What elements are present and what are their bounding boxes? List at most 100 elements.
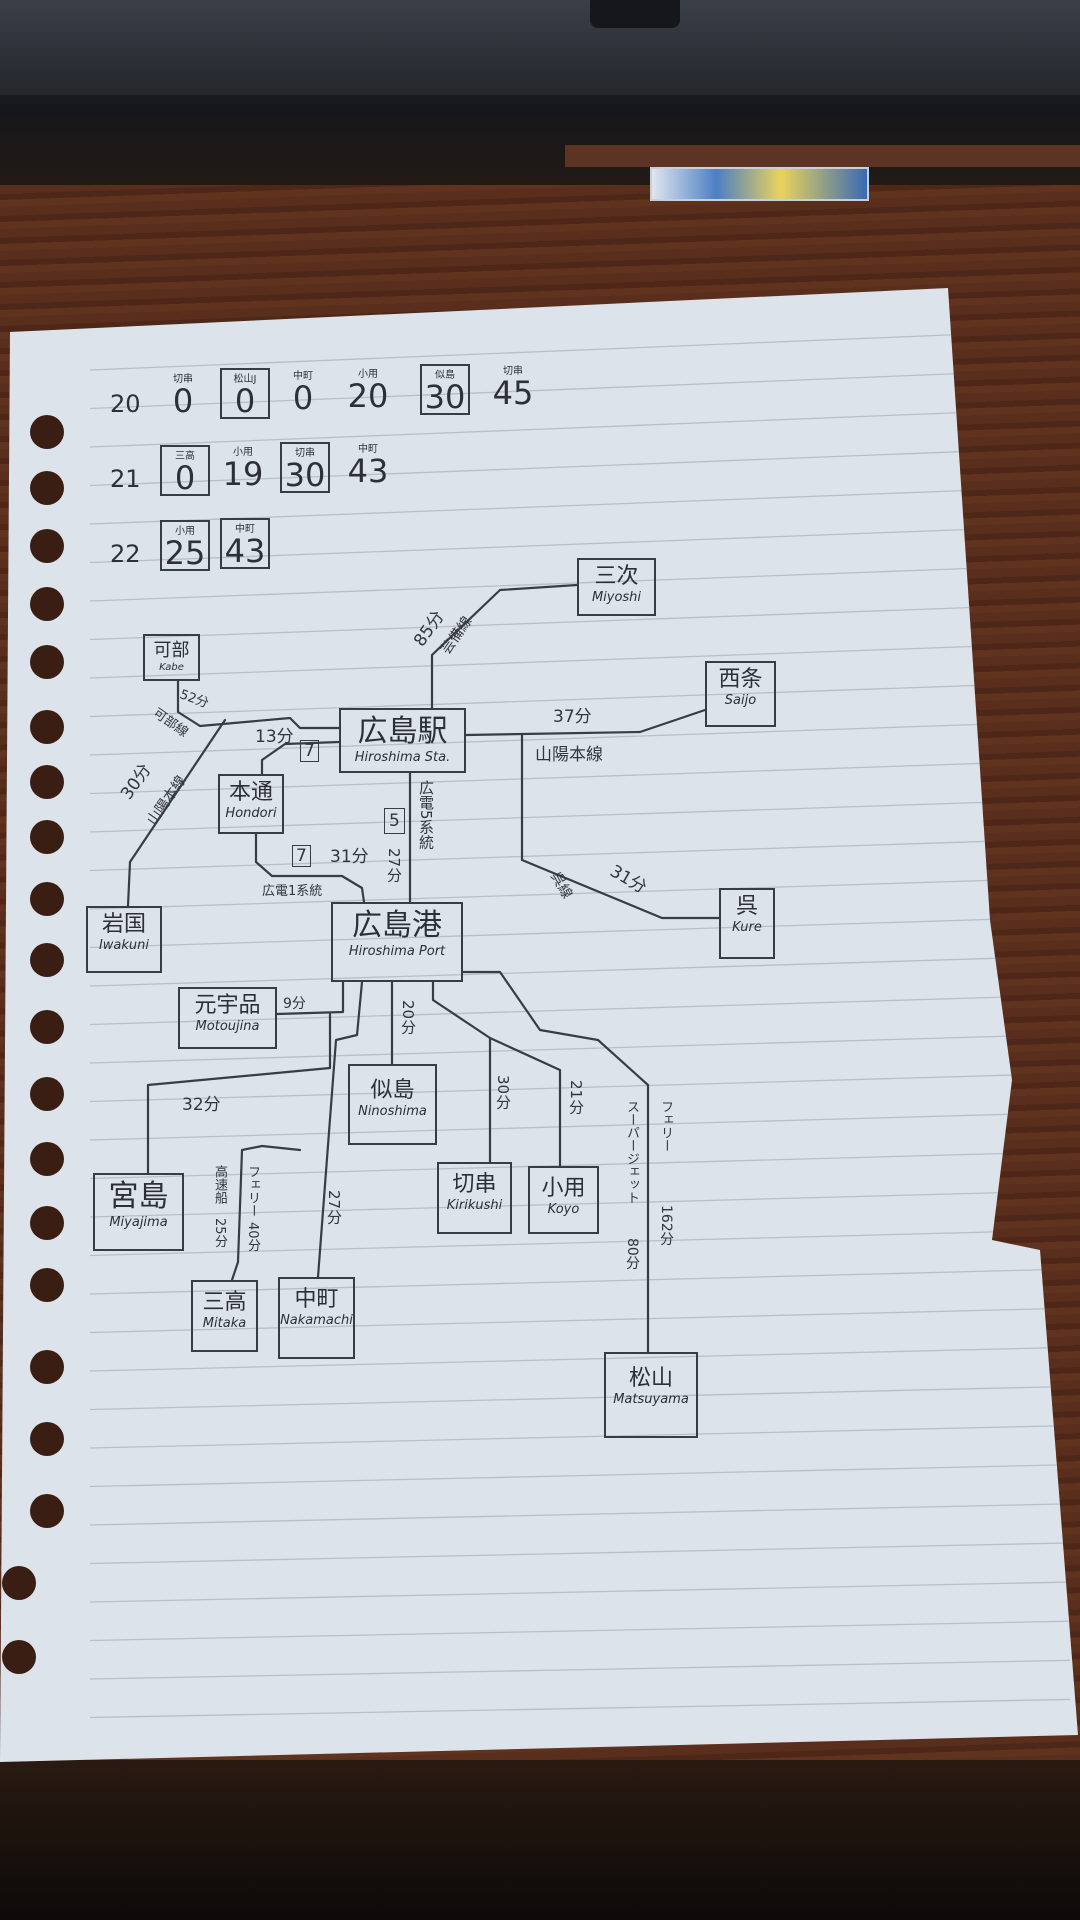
ruled-line [89,1268,1071,1295]
line-mitaka [230,1144,302,1282]
line-koyo [488,1036,562,1168]
station-name-jp: 広島港 [352,908,442,943]
mitaka-ferry-time: 40分 [245,1222,260,1252]
departure-destination: 切串 [503,366,523,377]
station-name-jp: 西条 [718,667,763,692]
miyajima-time: 32分 [182,1095,221,1115]
ruled-line [89,446,1071,487]
departure-minute: 0 [292,378,314,417]
ruled-line [89,1385,1071,1411]
station-name-jp: 似島 [370,1078,415,1103]
punch-hole [30,943,64,977]
punch-hole [30,820,64,854]
line-hondori-port [254,832,366,904]
departure-destination: 三高 [175,451,195,462]
port-hondori-time: 31分 [330,847,369,867]
laptop-hinge [590,0,680,28]
punch-hole [2,1640,36,1674]
matsuyama-jet-time: 80分 [624,1238,640,1270]
mitaka-fast-time: 25分 [212,1218,227,1248]
line-hondori [260,740,341,776]
station-name-jp: 本通 [228,780,273,805]
line-matsuyama [461,970,650,1354]
station-name-en: Koyo [547,1202,580,1218]
departure-minute: 43 [224,532,266,571]
station-name-jp: 可部 [153,640,190,661]
matsuyama-ferry-time: 162分 [658,1205,674,1246]
departure-destination: 小用 [358,369,378,381]
station-name-jp: 元宇品 [194,993,261,1018]
background-bottom [0,1760,1080,1920]
station-name-jp: 三高 [202,1290,247,1315]
timetable-hour: 21 [110,465,141,493]
punch-hole [30,1206,64,1240]
departure-destination: 切串 [173,374,193,385]
matsuyama-jet: スーパージェット [624,1100,639,1204]
ruled-line [89,1620,1071,1642]
ruled-line [89,485,1071,525]
station-name-jp: 呉 [735,894,758,919]
nakamachi-time: 27分 [325,1190,343,1225]
mitaka-fast-boat: 高速船 [212,1165,227,1204]
timetable-hour: 22 [110,540,141,568]
port-sta-route-badge: 5 [384,808,405,834]
station-name-jp: 切串 [452,1172,497,1197]
ruled-line [89,1111,1071,1141]
ruled-line [89,1307,1071,1334]
departure-minute: 19 [222,455,264,494]
punch-hole [30,529,64,563]
punch-hole [30,415,64,449]
ruled-line [89,720,1071,756]
departure-destination: 松山J [233,374,257,386]
station-name-en: Kirikushi [446,1198,503,1214]
ruled-line [89,407,1071,448]
punch-hole [30,471,64,505]
station-name-en: Kure [732,920,762,936]
ruled-line [89,1346,1071,1372]
line-saijo [464,708,707,737]
departure-minute: 30 [424,377,466,416]
saijo-time: 37分 [553,707,592,727]
station-name-en: Saijo [724,693,757,709]
motoujina-time: 9分 [283,996,306,1012]
line-iwakuni [126,718,227,908]
line-miyoshi [430,583,579,710]
ruled-line [89,955,1071,987]
punch-hole [30,710,64,744]
ruled-line [89,798,1071,833]
sticker-label [650,167,869,201]
ruled-line [89,838,1071,872]
punch-hole [30,645,64,679]
ruled-line [89,994,1071,1026]
saijo-line: 山陽本線 [535,745,603,765]
ruled-line [89,1151,1071,1180]
ruled-line [89,1503,1071,1526]
desk-shelf [565,145,1080,167]
timetable-hour: 20 [110,390,141,418]
departure-destination: 中町 [235,524,255,536]
punch-hole [30,882,64,916]
ruled-line [89,642,1071,679]
ruled-line [89,1659,1071,1680]
